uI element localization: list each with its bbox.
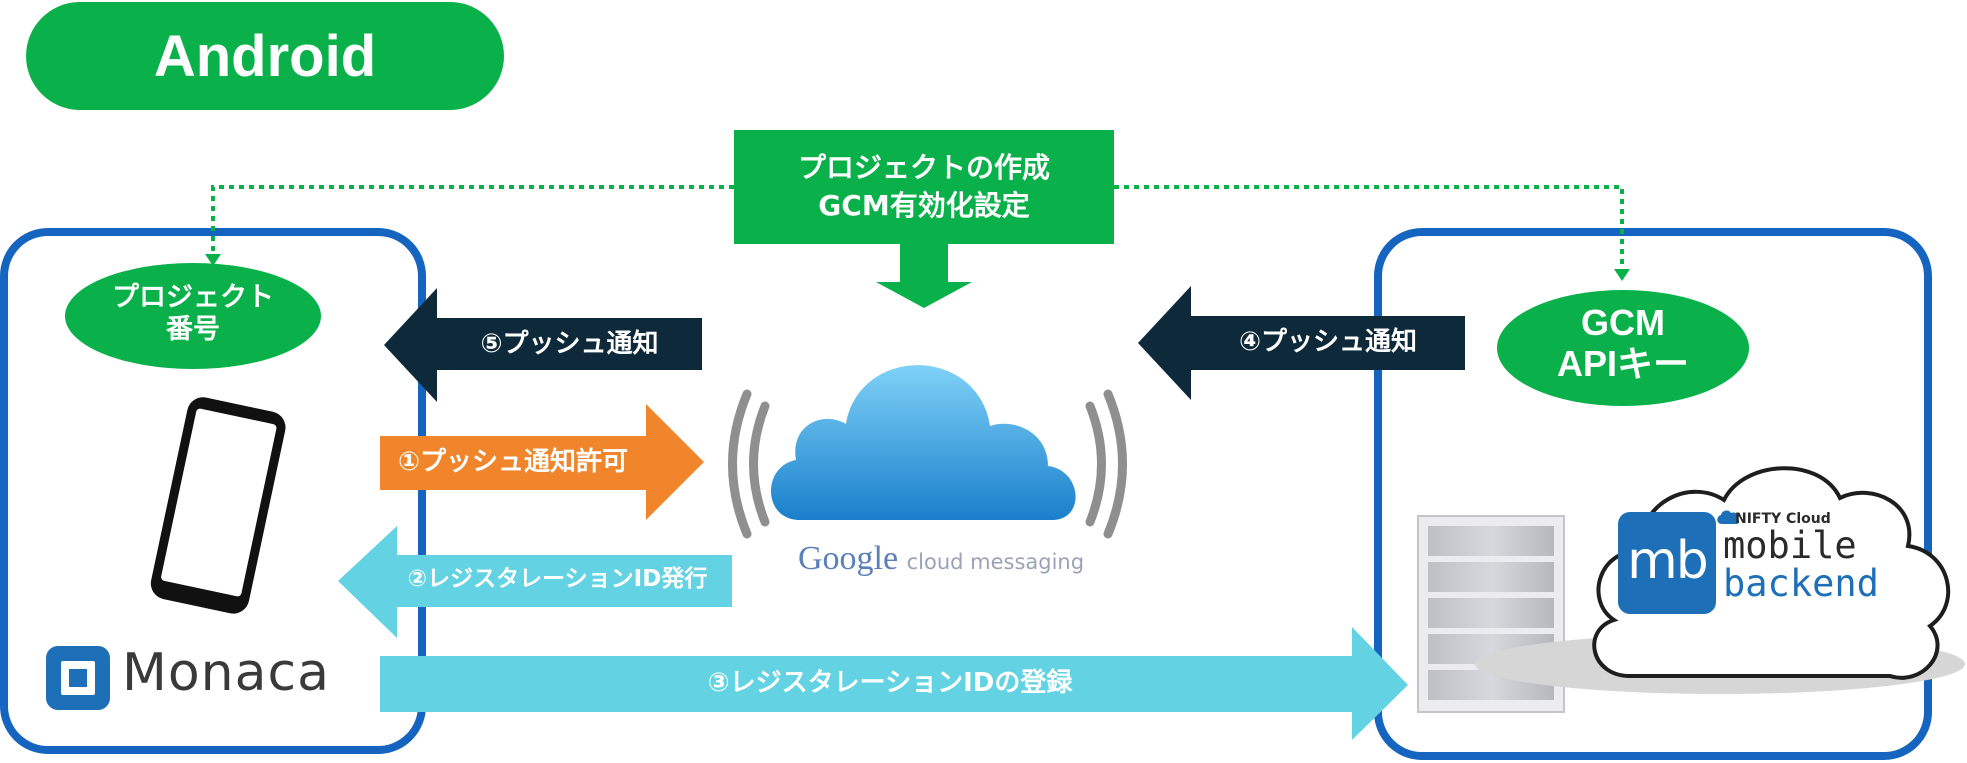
arrow-step5-label: ⑤プッシュ通知 — [480, 329, 659, 359]
monaca-logo-icon — [46, 646, 110, 710]
dotted-connector-left — [211, 185, 734, 255]
cloud-messaging-word: cloud messaging — [906, 550, 1085, 574]
mobile-backend-line1: mobile — [1723, 524, 1857, 567]
gcm-project-line2: GCM有効化設定 — [818, 189, 1030, 222]
arrow-step1-label: ①プッシュ通知許可 — [397, 447, 628, 477]
arrow-step3-label: ③レジスタレーションIDの登録 — [707, 668, 1073, 698]
mobile-backend-line2: backend — [1723, 562, 1879, 605]
arrow-step4 — [1138, 286, 1465, 400]
dotted-arrowhead-left — [205, 254, 221, 266]
gcm-api-key-line2: APIキー — [1556, 343, 1689, 385]
mobile-backend-logo-letters: mb — [1627, 531, 1709, 591]
arrow-step5 — [384, 288, 702, 402]
arrow-step1 — [380, 404, 704, 520]
project-number-line2: 番号 — [166, 314, 220, 346]
left-device-frame — [0, 228, 426, 754]
arrow-step3 — [380, 627, 1408, 740]
project-number-label: プロジェクト 番号 — [93, 282, 293, 347]
project-number-line1: プロジェクト — [112, 282, 274, 313]
nifty-cloud-mark-icon — [1717, 510, 1740, 524]
platform-title-text: Android — [153, 23, 377, 89]
gcm-down-arrow — [876, 244, 972, 308]
dotted-arrowhead-right — [1614, 269, 1630, 281]
google-word: Google — [798, 540, 899, 577]
dotted-connector-right — [1114, 185, 1624, 270]
gcm-api-key-label: GCM APIキー — [1513, 302, 1733, 385]
mobile-backend-logo-icon — [1618, 512, 1716, 614]
smartphone-icon — [150, 397, 286, 614]
gcm-project-line1: プロジェクトの作成 — [797, 151, 1050, 185]
right-server-frame — [1374, 228, 1932, 760]
arrow-step2 — [338, 526, 732, 638]
arrow-step4-label: ④プッシュ通知 — [1238, 327, 1417, 357]
gcm-cloud-icon — [770, 365, 1076, 520]
gcm-api-key-ellipse — [1497, 290, 1749, 406]
nifty-cloud-label: NIFTY Cloud — [1735, 511, 1831, 527]
signal-arcs-icon — [728, 389, 1127, 539]
google-cloud-messaging-label: Google cloud messaging — [798, 540, 1084, 578]
gcm-project-box: プロジェクトの作成 GCM有効化設定 — [734, 130, 1114, 244]
arrow-step2-label: ②レジスタレーションID発行 — [407, 566, 708, 592]
monaca-brand: Monaca — [122, 643, 330, 703]
project-number-ellipse — [65, 263, 321, 369]
gcm-api-key-line1: GCM — [1581, 302, 1665, 343]
platform-title: Android — [26, 2, 504, 110]
